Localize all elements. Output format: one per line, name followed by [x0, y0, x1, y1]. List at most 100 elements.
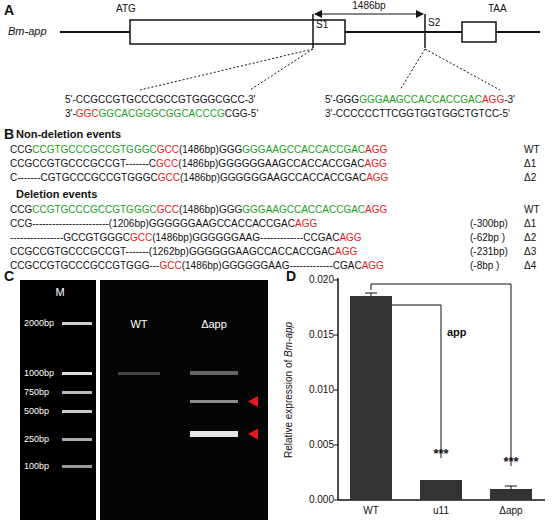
sequence: ----------------GCCGTGGGCGCC(1486bp)GGGG…	[10, 232, 362, 244]
gel-band	[118, 372, 160, 375]
y-axis	[337, 278, 339, 500]
sequence: CCGCCGTGCCCGCCGT-------CGCC(1486bp)GGGGG…	[10, 158, 387, 170]
ladder-band	[62, 410, 92, 413]
section-heading: Deletion events	[16, 188, 97, 201]
panel-letter: A	[4, 2, 14, 19]
panel-letter: B	[4, 126, 14, 143]
text-segment: CGG-5'	[225, 108, 259, 119]
text-segment: (1486bp)GGG	[179, 144, 242, 155]
text-segment: (1486bp)GGGGGGAAGCCACCACCGAC	[178, 158, 364, 169]
site-mark	[424, 14, 426, 48]
ladder-size: 100bp	[24, 461, 49, 472]
bar	[350, 296, 392, 500]
tick	[334, 500, 338, 501]
length-label: 1486bp	[352, 0, 385, 12]
text-segment: CCG-----------------------(1206bp)GGGGGG…	[10, 218, 295, 229]
span-arrow	[315, 14, 423, 15]
ladder-band	[62, 465, 92, 468]
ladder-size: 2000bp	[24, 318, 54, 329]
text-segment: GCC	[157, 144, 179, 155]
sequence: CCG-----------------------(1206bp)GGGGGG…	[10, 218, 317, 230]
text-segment: 5'-GGG	[325, 94, 359, 105]
text-segment: CCGTGCCCGCCGTGGGC	[32, 144, 156, 155]
allele-label: WT	[524, 144, 540, 156]
bar	[420, 480, 462, 500]
tick-label: 0.010	[309, 384, 334, 396]
text-segment: GGCACGGGCGGCACCCG	[99, 108, 225, 119]
allele-label: Δ2	[524, 232, 536, 244]
text-segment: GGGAAGCCACCACCGAC	[359, 94, 482, 105]
lane-label: Δapp	[201, 318, 227, 331]
error-bar	[505, 486, 517, 487]
section-heading: Non-deletion events	[16, 128, 121, 141]
site-label: S2	[428, 17, 440, 29]
text-segment: (1486bp)GGG	[179, 204, 242, 215]
sequence: CCGCCGTGCCCGCCGTGGGCGCC(1486bp)GGGGGGAAG…	[10, 204, 387, 216]
text-segment: AGG	[362, 260, 384, 271]
zoom-line	[140, 49, 313, 90]
text-segment: CCGCCGTGCCCGCCGT-------(1262bp)GGGGGGAAG…	[10, 246, 335, 257]
sequence: CCGCCGTGCCCGCCGTGGG---GCC(1486bp)GGGGGGA…	[10, 260, 384, 272]
codon-label: TAA	[488, 3, 507, 15]
tick	[334, 445, 338, 446]
tick-label: 0.020	[309, 274, 334, 286]
text-segment: GGGAAGCCACCACCGAC	[242, 144, 365, 155]
arrowhead-marker	[248, 429, 258, 440]
deletion-size: (-300bp)	[470, 218, 508, 230]
sequence: CCGCCGTGCCCGCCGT-------(1262bp)GGGGGGAAG…	[10, 246, 357, 258]
significance-bracket	[392, 305, 441, 458]
ladder-band	[62, 391, 92, 394]
allele-label: Δ4	[524, 260, 536, 272]
sequence: C-------CGTGCCCGCCGTGGGCGCC(1486bp)GGGGG…	[10, 172, 388, 184]
text-segment: GCC	[159, 260, 181, 271]
text-segment: Bm-app	[283, 322, 294, 357]
panel-letter: D	[286, 268, 296, 285]
text-segment: AGG	[335, 246, 357, 257]
gel-band	[190, 371, 238, 375]
sequence: 5'-CCGCCGTGCCCGCCGTGGGCGCC-3'	[65, 94, 255, 106]
sequence: 3'-CCCCCCTTCGGTGGTGGCTGTCC-5'	[325, 108, 510, 120]
text-segment: CCGTGCCCGCCGTGGGC	[32, 204, 156, 215]
text-segment: GCC	[158, 172, 180, 183]
ladder-band	[62, 322, 92, 325]
ladder-band	[62, 372, 92, 375]
tick-label: 0.005	[309, 439, 334, 451]
text-segment: AGG	[366, 172, 388, 183]
gel-band	[190, 400, 238, 403]
sequence: 3'-GGCGGCACGGGCGGCACCCGCGG-5'	[65, 108, 258, 120]
text-segment: GCC	[157, 204, 179, 215]
deletion-size: (-231bp)	[470, 246, 508, 258]
allele-label: Δ1	[524, 218, 536, 230]
deletion-size: (-62bp )	[470, 232, 505, 244]
site-mark	[312, 14, 314, 48]
lane-label: WT	[130, 318, 147, 331]
text-segment: CCGCCGTGCCCGCCGT-------C	[10, 158, 156, 169]
text-segment: GGC	[76, 108, 99, 119]
tick	[334, 280, 338, 281]
text-segment: C-------CGTGCCCGCCGTGGGC	[10, 172, 158, 183]
zoom-line	[425, 49, 500, 90]
allele-label: Δ3	[524, 246, 536, 258]
zoom-line	[250, 49, 313, 90]
ladder-size: 250bp	[24, 434, 49, 445]
zoom-line	[400, 49, 425, 90]
significance-mark: ***	[503, 454, 518, 470]
lane-label: M	[55, 286, 64, 299]
category-label: Δapp	[499, 505, 522, 517]
tick	[334, 335, 338, 336]
text-segment: AGG	[365, 144, 387, 155]
arrowhead-marker	[248, 396, 258, 407]
category-label: WT	[363, 505, 379, 517]
text-segment: CCG	[10, 204, 32, 215]
codon-label: ATG	[116, 3, 136, 15]
text-segment: -3'	[504, 94, 515, 105]
text-segment: 3'-	[65, 108, 76, 119]
text-segment: AGG	[365, 158, 387, 169]
gel-image	[20, 280, 96, 520]
text-segment: (1486bp)GGGGGGAAG-------------CCGAC	[152, 232, 339, 243]
bar	[490, 489, 532, 500]
text-segment: Relative expression of	[283, 357, 294, 458]
significance-mark: ***	[433, 446, 448, 462]
gel-image	[100, 280, 268, 520]
ladder-size: 1000bp	[24, 368, 54, 379]
